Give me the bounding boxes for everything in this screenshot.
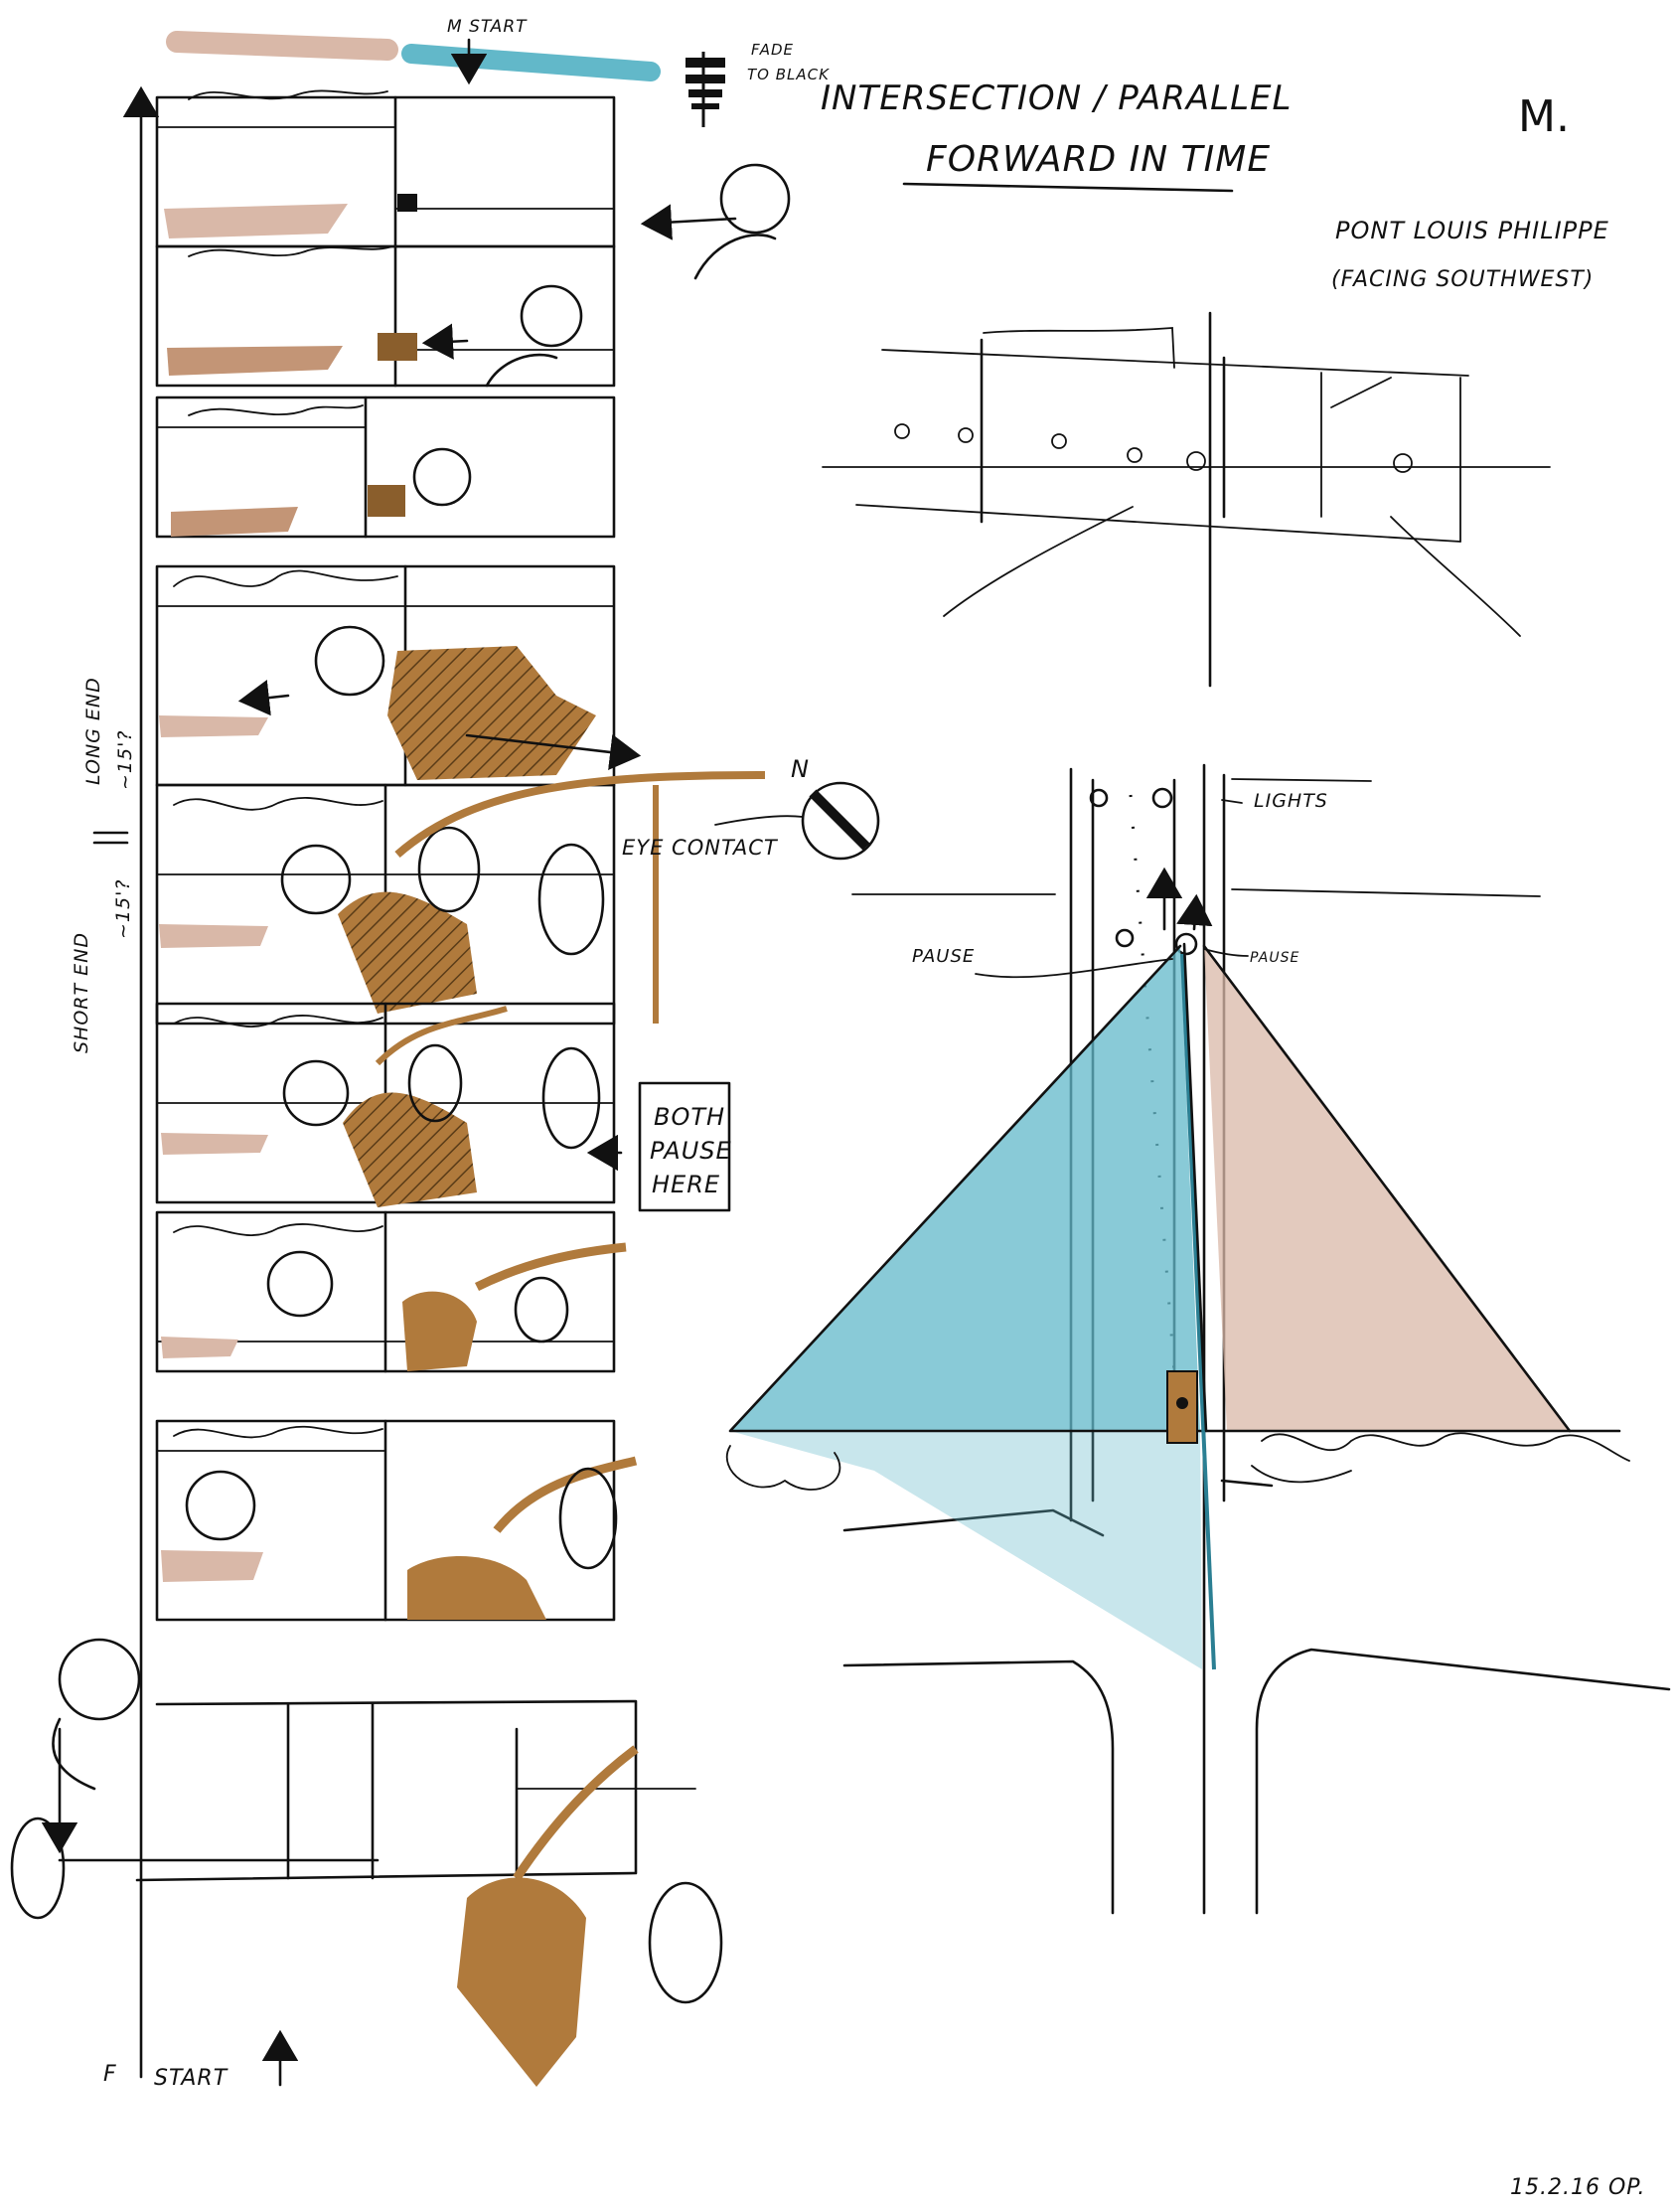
short-end-label: SHORT END: [71, 932, 92, 1053]
storyboard-frame: [157, 775, 765, 1024]
legend-m-swatch: [411, 54, 651, 72]
storyboard-frame: [157, 90, 789, 278]
pause-left-label: PAUSE: [912, 946, 975, 967]
storyboard-frame: [157, 246, 614, 386]
compass-label: N: [791, 755, 810, 783]
start-label: START: [154, 2066, 229, 2091]
both-pause-label-3: HERE: [652, 1171, 720, 1198]
storyboard-frame: [157, 397, 614, 537]
bridge-perspective-sketch: [823, 313, 1550, 686]
m-view-cone: [730, 946, 1200, 1431]
fade-to-black-icon: [686, 52, 725, 127]
timeline: LONG END ~15'? SHORT END ~15'?: [71, 91, 141, 2077]
legend-fade-label: FADE: [751, 41, 794, 59]
legend-f-swatch: [177, 42, 387, 50]
short-end-dimension: ~15'?: [112, 879, 134, 939]
long-end-label: LONG END: [82, 677, 104, 785]
lights-label: LIGHTS: [1254, 790, 1328, 812]
location-line-1: PONT LOUIS PHILIPPE: [1335, 217, 1609, 244]
storyboard-frame: [157, 566, 636, 785]
f-start-label: F: [103, 2062, 117, 2087]
title-underline: [904, 184, 1232, 191]
both-pause-label-1: BOTH: [654, 1103, 725, 1131]
sheet-initial: M.: [1518, 91, 1570, 142]
title-line-2: FORWARD IN TIME: [926, 139, 1271, 180]
long-end-dimension: ~15'?: [114, 730, 136, 790]
storyboard-frame: [12, 1640, 721, 2087]
title-line-1: INTERSECTION / PARALLEL: [821, 79, 1292, 118]
eye-contact-label: EYE CONTACT: [622, 836, 779, 860]
map-plan: LIGHTS PAUSE PAUSE N: [715, 755, 1669, 1913]
legend-m-start-label: M START: [447, 17, 528, 37]
date-signature: 15.2.16 OP.: [1510, 2175, 1646, 2200]
legend: M START FADE TO BLACK: [177, 17, 830, 127]
pause-right-label: PAUSE: [1250, 950, 1299, 966]
storyboard-frames: [12, 90, 789, 2087]
both-pause-label-2: PAUSE: [650, 1137, 732, 1165]
compass-icon: N: [791, 755, 878, 859]
storyboard-frame: [157, 1421, 636, 1620]
legend-fade-label-2: TO BLACK: [747, 66, 830, 83]
location-line-2: (FACING SOUTHWEST): [1331, 267, 1594, 292]
storyboard-frame: [157, 1212, 626, 1371]
storyboard-frame: [157, 1004, 621, 1207]
